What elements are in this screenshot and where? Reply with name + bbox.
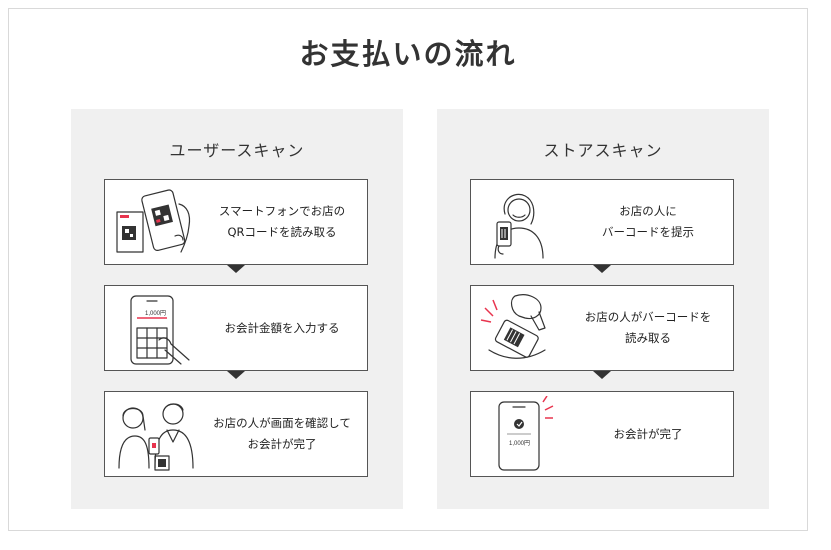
store-scan-step-2: お店の人がバーコードを 読み取る xyxy=(470,285,734,371)
step-text-line: お店の人に xyxy=(619,204,677,218)
user-scan-title: ユーザースキャン xyxy=(169,141,305,160)
step-text-line: お会計金額を入力する xyxy=(224,320,340,335)
down-arrow-icon xyxy=(227,265,245,273)
phone-scanning-qr-illustration xyxy=(109,184,201,260)
store-scan-panel: ストアスキャン お店の人に バーコードを提示 xyxy=(437,109,769,509)
store-scan-title: ストアスキャン xyxy=(543,141,663,160)
step-text-line: 読み取る xyxy=(625,331,671,345)
user-scan-step-1-text: スマートフォンでお店の QRコードを読み取る xyxy=(201,180,363,264)
store-scan-step-2-text: お店の人がバーコードを 読み取る xyxy=(567,286,729,370)
user-scan-step-3-text: お店の人が画面を確認して お会計が完了 xyxy=(201,392,363,476)
page-title: お支払いの流れ xyxy=(299,37,517,71)
user-scan-step-1: スマートフォンでお店の QRコードを読み取る xyxy=(104,179,368,265)
person-showing-barcode-illustration xyxy=(475,184,567,260)
store-scan-step-3-text: お会計が完了 xyxy=(567,392,729,476)
barcode-scanner-illustration xyxy=(475,290,567,366)
step-text-line: お会計が完了 xyxy=(247,437,317,451)
user-scan-panel: ユーザースキャン xyxy=(71,109,403,509)
down-arrow-icon xyxy=(593,265,611,273)
payment-complete-phone-illustration: 1,000円 xyxy=(475,395,567,472)
page-frame: お支払いの流れ ユーザースキャン xyxy=(8,8,808,531)
step-text-line: QRコードを読み取る xyxy=(227,225,337,239)
step-text-line: スマートフォンでお店の xyxy=(218,204,346,218)
amount-text: 1,000円 xyxy=(509,440,530,447)
cashier-checking-phone-illustration xyxy=(109,396,201,472)
user-scan-step-2: 1,000円 お会計金額を入力する xyxy=(104,285,368,371)
down-arrow-icon xyxy=(227,371,245,379)
store-scan-step-1: お店の人に バーコードを提示 xyxy=(470,179,734,265)
store-scan-step-3: 1,000円 お会計が完了 xyxy=(470,391,734,477)
step-text-line: お会計が完了 xyxy=(613,426,683,441)
step-text-line: お店の人が画面を確認して xyxy=(213,416,351,430)
amount-text: 1,000円 xyxy=(145,310,166,317)
user-scan-step-2-text: お会計金額を入力する xyxy=(201,286,363,370)
step-text-line: バーコードを提示 xyxy=(602,225,694,239)
step-text-line: お店の人がバーコードを xyxy=(584,310,712,324)
store-scan-step-1-text: お店の人に バーコードを提示 xyxy=(567,180,729,264)
user-scan-step-3: お店の人が画面を確認して お会計が完了 xyxy=(104,391,368,477)
phone-amount-entry-illustration: 1,000円 xyxy=(109,290,201,366)
down-arrow-icon xyxy=(593,371,611,379)
